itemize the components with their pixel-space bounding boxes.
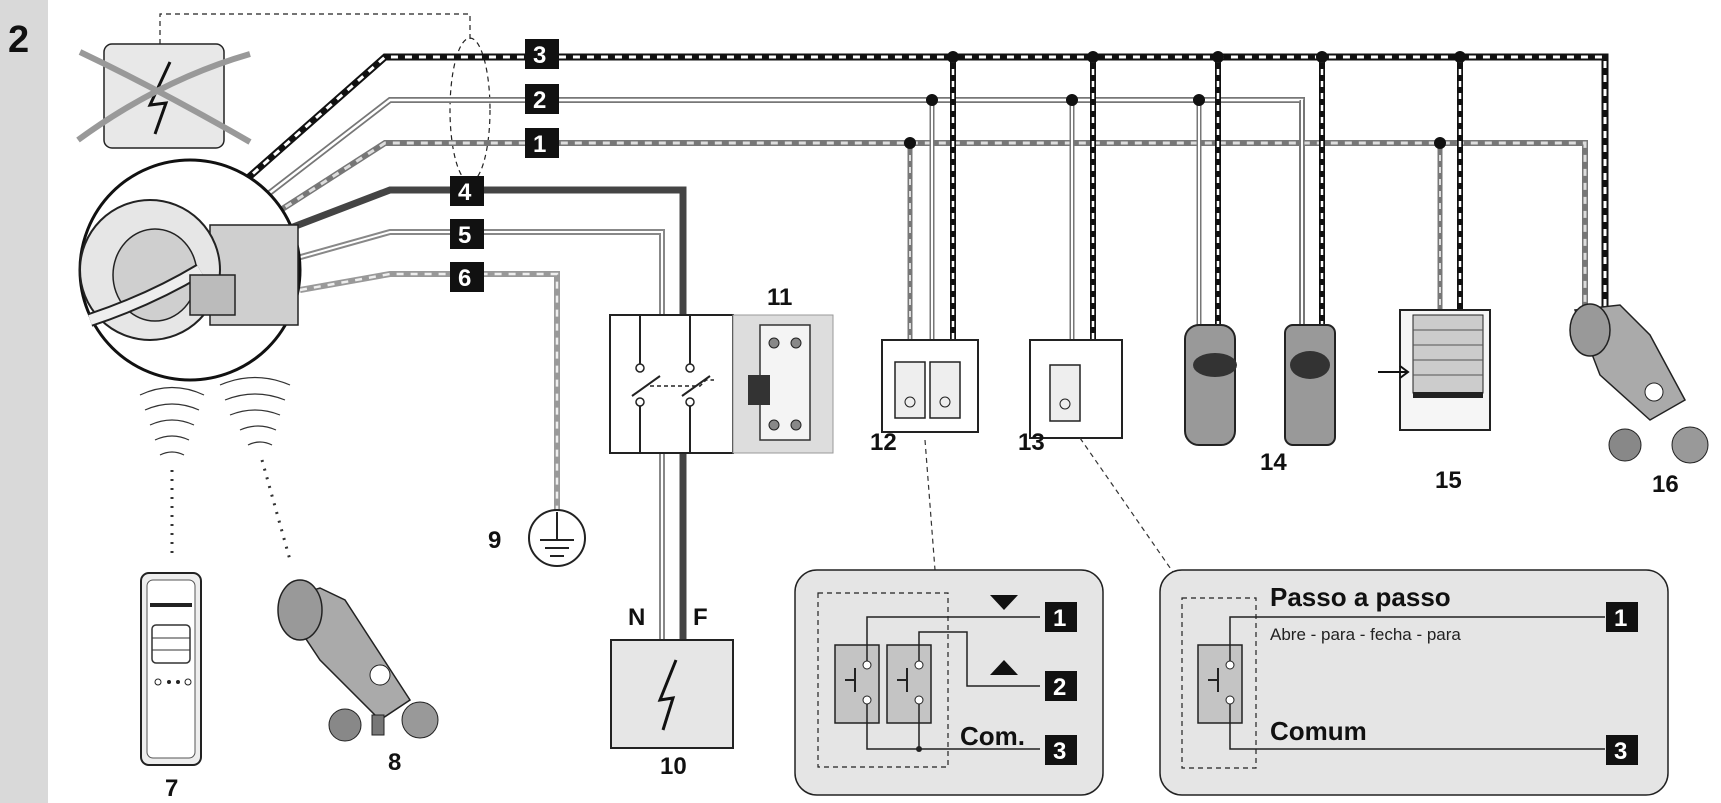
wire-3 bbox=[229, 53, 1609, 310]
wire-label-3: 3 bbox=[533, 42, 546, 69]
component-label-15: 15 bbox=[1435, 467, 1462, 494]
photocell-icon-b bbox=[1284, 324, 1336, 446]
detail-single-terminal-1: 1 bbox=[1614, 605, 1627, 632]
wire-label-2: 2 bbox=[533, 87, 546, 114]
junction-dots bbox=[904, 51, 1466, 149]
detail-single-terminal-3: 3 bbox=[1614, 738, 1627, 765]
detail-single-title: Passo a passo bbox=[1270, 582, 1451, 612]
ground-icon bbox=[528, 509, 586, 567]
component-label-9: 9 bbox=[488, 527, 501, 554]
supply-label-f: F bbox=[693, 604, 708, 631]
wind-sensor-icon bbox=[277, 579, 439, 742]
single-switch-icon bbox=[1029, 339, 1123, 439]
no-direct-power-icon bbox=[76, 13, 471, 149]
figure-sidebar bbox=[0, 0, 48, 803]
wire-5 bbox=[289, 229, 665, 640]
circuit-breaker-icon bbox=[732, 314, 834, 454]
cable-bundle-marker bbox=[449, 37, 491, 183]
motor-detail bbox=[78, 158, 302, 382]
detail-single-subtitle: Abre - para - fecha - para bbox=[1270, 625, 1461, 644]
wire-labels: 3 2 1 4 5 6 bbox=[450, 39, 559, 292]
radio-dots bbox=[170, 459, 292, 561]
wire-1 bbox=[260, 140, 1588, 310]
component-label-14: 14 bbox=[1260, 449, 1287, 476]
wire-6 bbox=[299, 271, 560, 512]
supply-label-n: N bbox=[628, 604, 645, 631]
component-label-7: 7 bbox=[165, 775, 178, 802]
wire-label-4: 4 bbox=[458, 179, 472, 206]
wire-label-5: 5 bbox=[458, 222, 471, 249]
detail-double-terminal-2: 2 bbox=[1053, 674, 1066, 701]
component-label-16: 16 bbox=[1652, 471, 1679, 498]
radio-waves bbox=[139, 376, 291, 456]
component-label-8: 8 bbox=[388, 749, 401, 776]
power-supply-icon bbox=[610, 639, 734, 749]
detail-double-terminal-3: 3 bbox=[1053, 738, 1066, 765]
component-label-10: 10 bbox=[660, 753, 687, 780]
device-drops bbox=[907, 57, 1463, 350]
figure-number: 2 bbox=[8, 19, 29, 61]
component-label-11: 11 bbox=[767, 284, 792, 311]
leader-line-13 bbox=[1079, 437, 1176, 576]
detail-double-com-label: Com. bbox=[960, 721, 1025, 751]
shutter-icon bbox=[1378, 309, 1491, 431]
double-switch-icon bbox=[881, 339, 979, 433]
detail-single-common: Comum bbox=[1270, 716, 1367, 746]
wire-label-1: 1 bbox=[533, 131, 546, 158]
photocell-icon-a bbox=[1184, 324, 1237, 446]
wind-sensor-wired-icon bbox=[1569, 303, 1709, 464]
detail-double-switch: 1 2 3 Com. bbox=[794, 569, 1104, 796]
disconnect-switch bbox=[609, 314, 734, 454]
leader-line-12 bbox=[924, 439, 936, 571]
detail-single-switch: Passo a passo Abre - para - fecha - para… bbox=[1159, 569, 1669, 796]
remote-control-icon bbox=[140, 572, 202, 766]
component-label-13: 13 bbox=[1018, 429, 1045, 456]
component-label-12: 12 bbox=[870, 429, 897, 456]
detail-double-terminal-1: 1 bbox=[1053, 605, 1066, 632]
wire-label-6: 6 bbox=[458, 265, 471, 292]
